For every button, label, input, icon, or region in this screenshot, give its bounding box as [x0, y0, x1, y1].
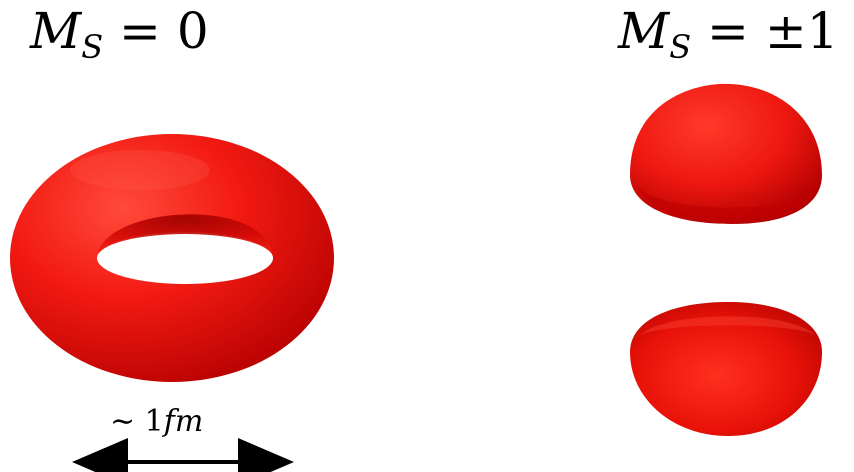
- ms-zero-label: MS = 0: [30, 6, 209, 63]
- ms-pm-one-symbol: M: [618, 2, 670, 60]
- ms-pm-one-relation: = ±1: [707, 2, 839, 60]
- ms-pm-one-label: MS = ±1: [618, 6, 839, 63]
- scale-prefix: ∼ 1: [110, 404, 164, 439]
- ms-zero-relation: = 0: [119, 2, 209, 60]
- ms-pm-one-subscript: S: [669, 28, 692, 66]
- lower-lobe-shape: [630, 302, 822, 436]
- scale-label: ∼ 1fm: [110, 404, 203, 439]
- ms-zero-symbol: M: [30, 2, 82, 60]
- scale-unit: fm: [163, 404, 204, 439]
- torus-shape: [10, 134, 334, 382]
- upper-lobe-shape: [630, 83, 822, 224]
- ms-zero-subscript: S: [81, 28, 104, 66]
